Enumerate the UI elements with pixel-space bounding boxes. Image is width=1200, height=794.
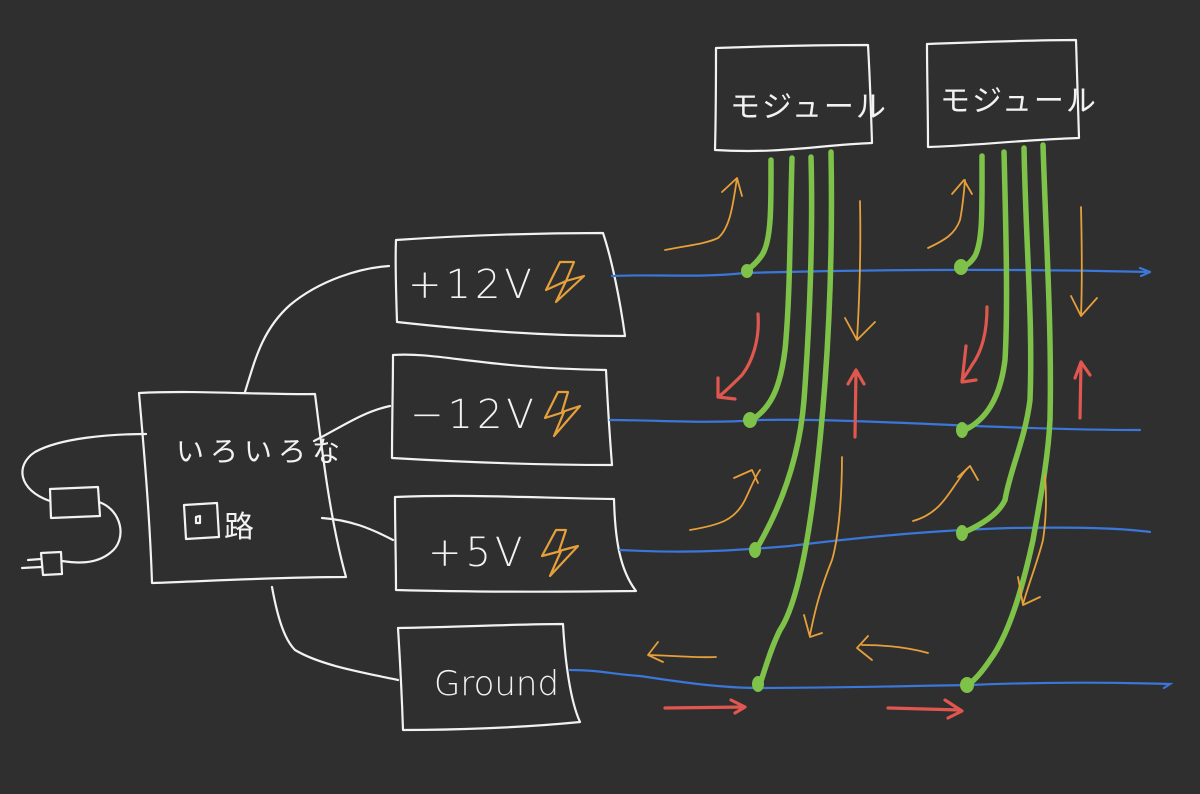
circuit-kanji-inner bbox=[194, 514, 202, 525]
module-label-2: モジュール bbox=[940, 84, 1098, 119]
wire-to-ground bbox=[270, 585, 400, 682]
pin-junction bbox=[956, 422, 968, 438]
circuit-label-kanji-ro: 路 bbox=[224, 510, 260, 545]
pin-junction bbox=[956, 525, 968, 541]
rail-box-plus12v bbox=[394, 231, 627, 338]
flow-arrows bbox=[647, 177, 1098, 663]
mains-cable bbox=[21, 432, 148, 503]
pin-m1-minus12v bbox=[749, 155, 795, 423]
module-label-1: モジュール bbox=[730, 90, 888, 125]
flow-arrow-down-icon bbox=[803, 456, 843, 638]
power-adapter-icon bbox=[48, 485, 102, 520]
lightning-bolt-icon bbox=[540, 528, 580, 578]
circuit-label-line1: いろいろな bbox=[176, 435, 347, 468]
rail-label-plus5v: +5V bbox=[428, 530, 527, 576]
pin-junction bbox=[752, 676, 764, 692]
plug-prong-bottom bbox=[20, 565, 43, 570]
pin-junction bbox=[954, 259, 968, 275]
rail-line-minus12v bbox=[608, 418, 1142, 432]
rail-line-ground bbox=[568, 668, 1174, 690]
rail-label-ground: Ground bbox=[434, 664, 560, 704]
current-arrow-down-icon bbox=[960, 305, 989, 384]
flow-arrow-up-icon bbox=[664, 177, 743, 251]
current-arrow-up-icon bbox=[1073, 360, 1092, 420]
adapter-cable bbox=[60, 500, 122, 564]
current-arrow-right-icon bbox=[663, 698, 747, 715]
flow-arrow-down-icon bbox=[1017, 474, 1047, 606]
current-arrow-down-icon bbox=[716, 312, 760, 401]
flow-arrow-up-icon bbox=[927, 179, 973, 249]
rail-box-ground bbox=[396, 622, 582, 732]
pin-junction bbox=[741, 264, 753, 278]
flow-arrow-left-icon bbox=[647, 641, 717, 663]
flow-arrow-up-icon bbox=[912, 465, 979, 522]
pin-junction bbox=[749, 542, 761, 558]
wire-to-plus12v bbox=[243, 264, 391, 394]
pin-m1-ground bbox=[757, 149, 835, 687]
pin-m1-plus5v bbox=[754, 154, 815, 551]
lightning-bolt-icon bbox=[544, 260, 586, 304]
circuit-kanji-square bbox=[182, 501, 221, 541]
module-box-2 bbox=[925, 38, 1081, 149]
flow-arrow-down-icon bbox=[844, 200, 876, 341]
pin-m2-minus12v bbox=[962, 149, 1010, 433]
pin-m1-plus12v bbox=[744, 157, 774, 273]
current-arrow-right-icon bbox=[886, 698, 964, 720]
pin-m2-ground bbox=[965, 142, 1054, 688]
flow-arrow-down-icon bbox=[1070, 206, 1098, 317]
plug-prong-top bbox=[26, 557, 43, 562]
rail-line-plus12v bbox=[610, 266, 1152, 278]
wire-to-plus5v bbox=[320, 516, 395, 542]
flow-arrow-left-icon bbox=[856, 635, 929, 661]
rail-line-plus5v bbox=[618, 526, 1152, 553]
wire-to-minus12v bbox=[312, 404, 392, 443]
rail-label-minus12v: −12V bbox=[410, 392, 538, 438]
current-arrow-up-icon bbox=[846, 368, 866, 439]
rail-label-plus12v: +12V bbox=[408, 262, 536, 308]
power-plug-icon bbox=[20, 432, 148, 577]
circuit-box bbox=[137, 390, 348, 585]
pin-m2-plus12v bbox=[959, 153, 985, 271]
lightning-bolt-icon bbox=[543, 390, 582, 438]
rail-box-plus5v bbox=[393, 494, 638, 593]
current-arrows bbox=[663, 305, 1092, 720]
plug-head bbox=[39, 550, 64, 577]
pin-m2-plus5v bbox=[962, 145, 1034, 535]
rail-box-minus12v bbox=[390, 353, 614, 467]
pin-junction bbox=[743, 412, 757, 428]
flow-arrow-up-icon bbox=[689, 469, 761, 531]
module-box-1 bbox=[713, 43, 874, 153]
pin-junction bbox=[960, 677, 974, 693]
